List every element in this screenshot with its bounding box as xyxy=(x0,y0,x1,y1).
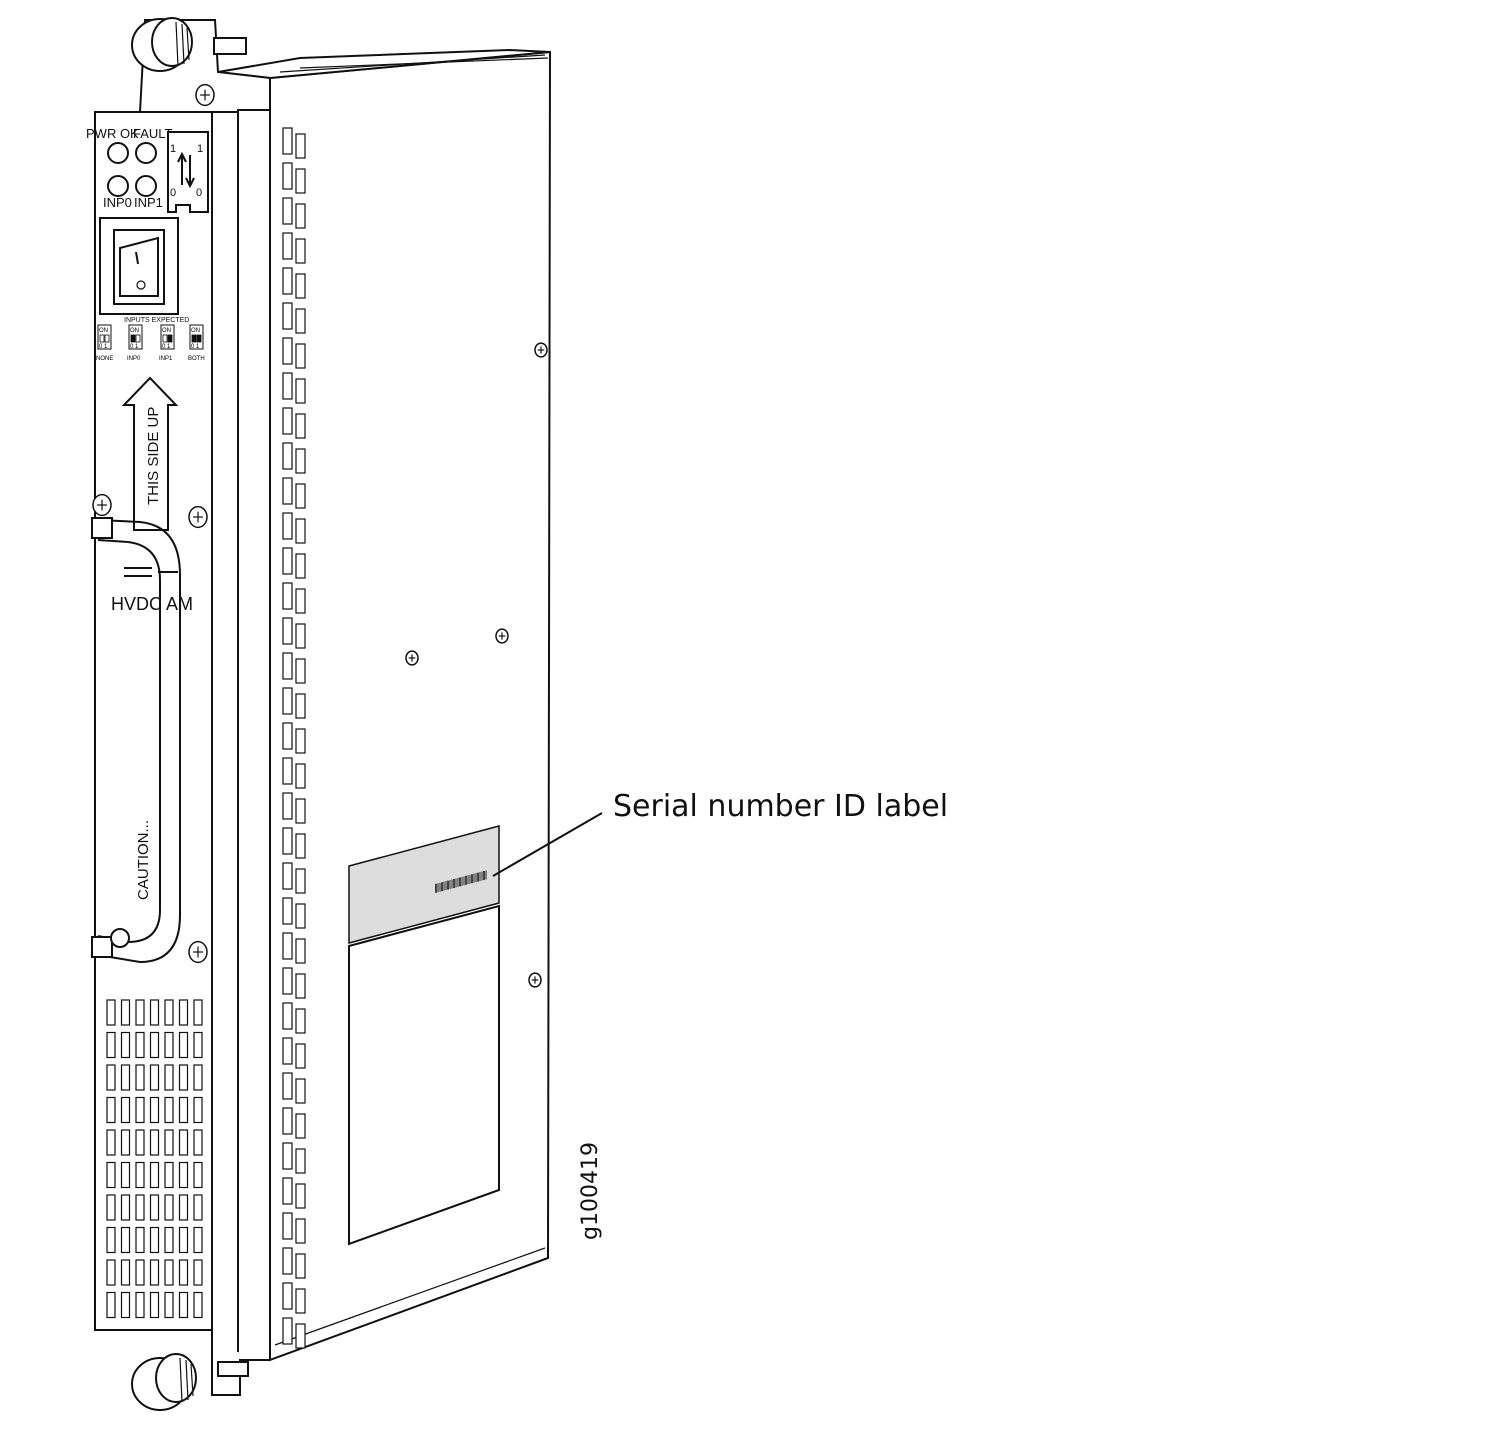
dip-switch-diagrams: ON 0 1 NONE ON 0 1 INP0 ON 0 1 INP1 ON 0 1 BOTH xyxy=(96,324,205,362)
dip-option-label: BOTH xyxy=(188,356,205,362)
dip-on-label: ON xyxy=(130,328,139,334)
callout-leader-line xyxy=(492,812,603,877)
input-selector-switch[interactable]: 1 1 0 0 xyxy=(167,131,209,213)
top-thumbscrew[interactable] xyxy=(131,17,193,72)
hvdc-model-marking: HVDC AM xyxy=(111,567,193,614)
figure-id: g100419 xyxy=(578,1142,603,1240)
dip-on-label: ON xyxy=(191,328,200,334)
dip-bits-label: 0 1 xyxy=(191,344,200,350)
led-fault xyxy=(135,142,157,164)
model-text: HVDC AM xyxy=(111,594,193,614)
dip-bits-label: 0 1 xyxy=(130,344,139,350)
dip-on-label: ON xyxy=(162,328,171,334)
dip-diagram-none: ON 0 1 NONE xyxy=(96,324,113,362)
dip-option-label: NONE xyxy=(96,356,113,362)
front-vent-grid xyxy=(106,999,203,1319)
carrying-handle[interactable] xyxy=(91,517,181,964)
bottom-thumbscrew[interactable] xyxy=(131,1353,197,1411)
dip-diagram-both: ON 0 1 BOTH xyxy=(188,324,205,362)
screw-icon xyxy=(495,628,509,644)
switch-number: 0 xyxy=(170,187,176,199)
screw-icon xyxy=(534,342,548,358)
caution-text: CAUTION... xyxy=(135,820,152,900)
led-inp1 xyxy=(135,175,157,197)
barcode-icon xyxy=(435,870,487,893)
dip-diagram-inp0: ON 0 1 INP0 xyxy=(127,324,143,362)
switch-number: 0 xyxy=(196,187,202,199)
inputs-expected-legend: INPUTS EXPECTED ON 0 1 NONE ON 0 1 INP0 ON 0 1 I… xyxy=(96,317,205,362)
arrow-text: THIS SIDE UP xyxy=(145,407,162,505)
screws xyxy=(92,83,548,988)
led-group: PWR OK FAULT INP0 INP1 xyxy=(86,126,173,210)
led-pwr-ok xyxy=(107,142,129,164)
switch-number: 1 xyxy=(170,143,176,155)
led-label-pwr-ok: PWR OK xyxy=(86,126,139,141)
this-side-up-arrow: THIS SIDE UP xyxy=(121,376,179,531)
dip-bits-label: 0 1 xyxy=(162,344,171,350)
screw-icon xyxy=(92,493,112,517)
screw-icon xyxy=(195,83,215,107)
led-inp0 xyxy=(107,175,129,197)
screw-icon xyxy=(188,940,208,964)
dip-on-label: ON xyxy=(99,328,108,334)
screw-icon xyxy=(188,505,208,529)
screw-icon xyxy=(528,972,542,988)
power-rocker-switch[interactable] xyxy=(99,217,179,315)
led-label-inp1: INP1 xyxy=(134,195,163,210)
dip-option-label: INP0 xyxy=(127,356,141,362)
screw-icon xyxy=(405,650,419,666)
led-label-fault: FAULT xyxy=(133,126,173,141)
switch-arrows-icon xyxy=(177,151,195,189)
led-label-inp0: INP0 xyxy=(103,195,132,210)
serial-number-label xyxy=(348,825,500,1246)
side-vent-strip xyxy=(282,127,306,1349)
callout-serial-number-label: Serial number ID label xyxy=(613,789,948,824)
dip-option-label: INP1 xyxy=(159,356,173,362)
switch-number: 1 xyxy=(197,143,203,155)
dip-diagram-inp1: ON 0 1 INP1 xyxy=(159,324,175,362)
dip-title: INPUTS EXPECTED xyxy=(124,317,189,324)
dip-bits-label: 0 1 xyxy=(99,344,108,350)
